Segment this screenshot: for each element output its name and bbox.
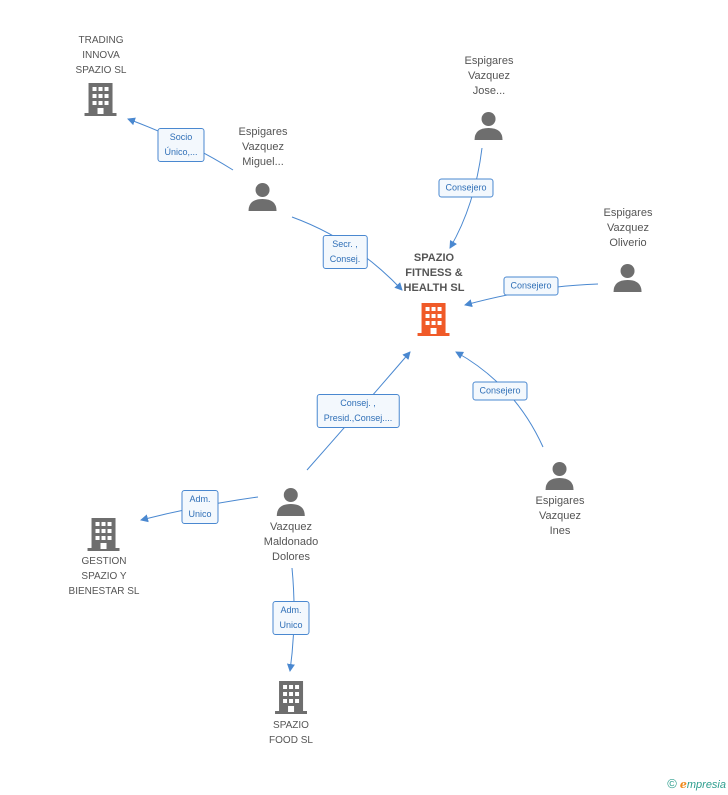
node-espigares-miguel[interactable]: Espigares Vazquez Miguel... [238,125,288,211]
node-trading-innova[interactable]: TRADING INNOVA SPAZIO SL [75,33,127,117]
person-icon [613,264,642,292]
node-spazio-food[interactable]: SPAZIO FOOD SL [269,679,313,748]
node-spazio-fitness-health[interactable]: SPAZIO FITNESS & HEALTH SL [403,251,465,337]
edge-label-dolores-food[interactable]: Adm. Unico [272,601,310,635]
node-label: Vazquez Maldonado Dolores [263,521,319,563]
edge-label-miguel-focus[interactable]: Secr. , Consej. [322,235,368,269]
person-icon [474,112,503,140]
copyright-symbol: © [667,776,677,791]
node-label: SPAZIO FOOD SL [269,720,313,746]
node-label: Espigares Vazquez Miguel... [238,126,288,168]
person-icon [277,488,305,516]
node-vazquez-dolores[interactable]: Vazquez Maldonado Dolores [264,486,318,565]
person-icon [248,183,277,211]
building-icon [87,518,120,551]
edge-label-miguel-trading[interactable]: Socio Único,... [157,128,205,162]
node-label: Espigares Vazquez Oliverio [603,207,653,249]
edge-label-ines-focus[interactable]: Consejero [472,381,528,401]
building-icon [418,303,450,336]
node-label: TRADING INNOVA SPAZIO SL [75,35,127,76]
brand-name: mpresia [686,779,726,791]
node-espigares-jose[interactable]: Espigares Vazquez Jose... [464,54,514,140]
node-label: SPAZIO FITNESS & HEALTH SL [403,252,465,294]
person-icon [545,462,574,490]
building-icon [84,83,117,116]
edge-label-dolores-focus[interactable]: Consej. , Presid.,Consej.... [316,394,400,428]
node-label: GESTION SPAZIO Y BIENESTAR SL [68,556,140,597]
node-gestion-spazio[interactable]: GESTION SPAZIO Y BIENESTAR SL [68,516,140,599]
empresia-logo: ©empresia [667,776,726,791]
building-icon [275,681,307,714]
edge-label-dolores-gestion[interactable]: Adm. Unico [181,490,219,524]
node-espigares-oliverio[interactable]: Espigares Vazquez Oliverio [603,206,653,292]
node-label: Espigares Vazquez Ines [535,495,585,537]
node-espigares-ines[interactable]: Espigares Vazquez Ines [535,460,585,539]
node-label: Espigares Vazquez Jose... [464,55,514,97]
brand-initial: e [679,778,687,791]
edge-label-oliverio-focus[interactable]: Consejero [503,276,559,296]
edge-jose-focus [449,147,483,249]
edge-label-jose-focus[interactable]: Consejero [438,178,494,198]
